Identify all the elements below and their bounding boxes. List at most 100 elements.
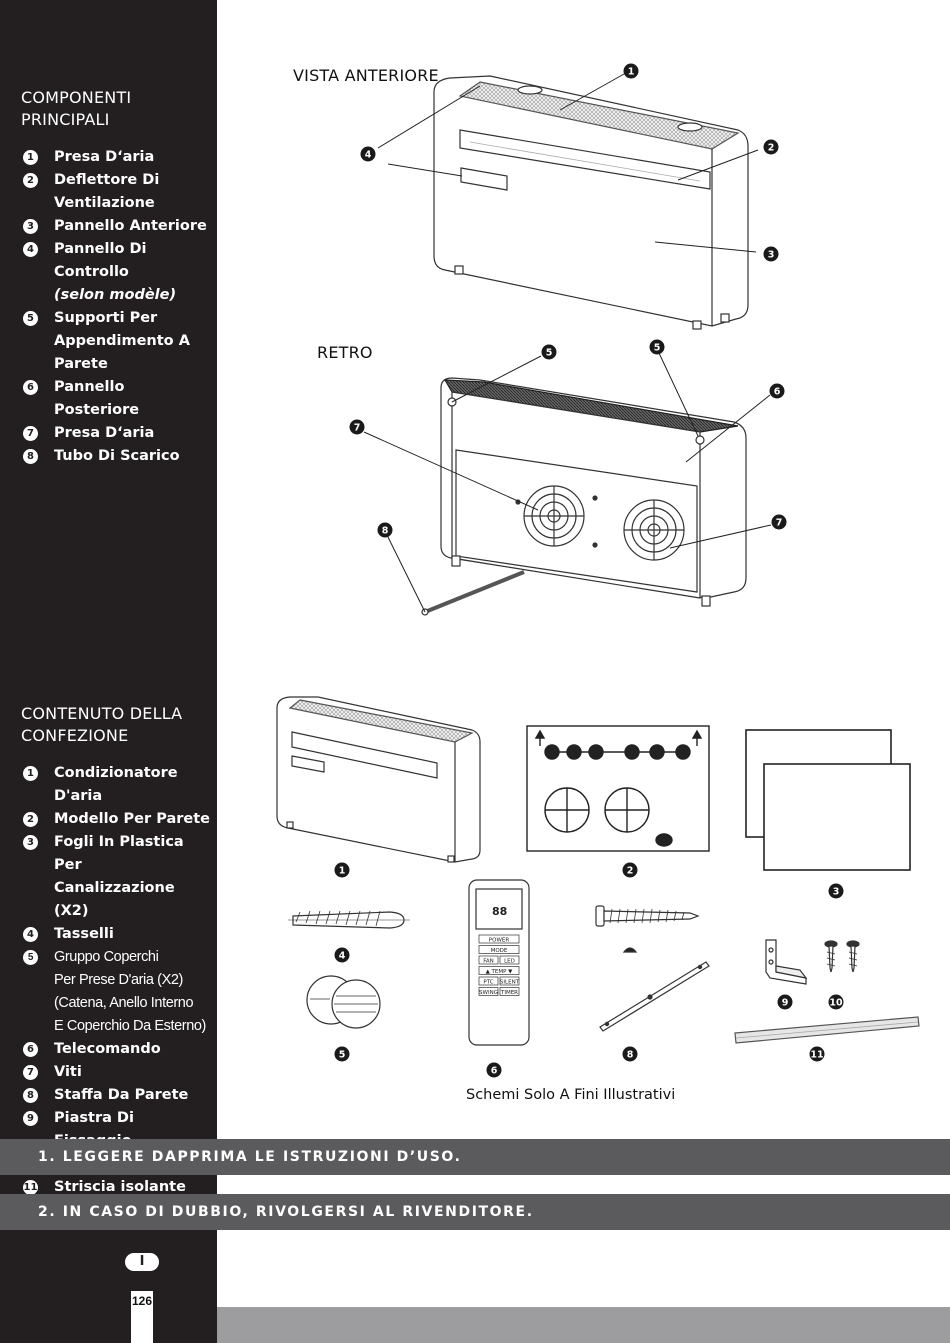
notice-bar-1: 1. LEGGERE DAPPRIMA LE ISTRUZIONI D’USO.	[0, 1139, 950, 1175]
item-text-line: Parete	[54, 356, 108, 372]
rear-view-label: RETRO	[317, 343, 373, 362]
remote-button-label: SWING	[479, 990, 498, 996]
page-number-tab	[131, 1291, 153, 1343]
callout-marker-number: 5	[546, 348, 553, 359]
remote-button-label: FAN	[483, 958, 494, 964]
item-number-badge: 11	[23, 1180, 38, 1195]
callout-marker	[769, 383, 785, 399]
callout-marker-number: 7	[776, 518, 783, 529]
callout-marker	[486, 1062, 502, 1078]
item-number-badge: 6	[23, 1042, 38, 1057]
callout-marker	[334, 947, 350, 963]
package-contents-item: 4 Tasselli	[21, 923, 211, 946]
remote-button-label: LED	[504, 958, 515, 964]
remote-button	[478, 966, 520, 975]
item-air-conditioner	[276, 696, 481, 863]
remote-button-label: SILENT	[500, 979, 520, 985]
callout-marker-number: 8	[382, 526, 389, 537]
item-text-line: Staffa Da Parete	[54, 1087, 189, 1103]
callout-marker	[763, 246, 779, 262]
item-text-line: Presa D‘aria	[54, 425, 155, 441]
callout-marker	[541, 344, 557, 360]
item-text-line: Modello Per Parete	[54, 811, 210, 827]
rear-view-unit	[421, 377, 747, 616]
callout-marker	[828, 883, 844, 899]
package-contents-title-line2: CONFEZIONE	[21, 726, 129, 745]
remote-button	[478, 976, 499, 986]
item-number-badge: 7	[23, 1065, 38, 1080]
item-text-line: Tasselli	[54, 926, 114, 942]
item-text-line: E Coperchio Da Esterno)	[54, 1018, 206, 1034]
rear-callout-lines	[363, 352, 772, 613]
item-vent-covers	[306, 975, 381, 1029]
item-text-line: Pannello Posteriore	[54, 379, 140, 418]
item-wall-plugs	[288, 910, 410, 929]
callout-marker-number: 2	[627, 866, 634, 877]
package-contents-item: 1 Condizionatore D'aria	[21, 762, 211, 808]
item-number-badge: 5	[23, 311, 38, 326]
remote-button-label: PTC	[483, 979, 493, 985]
front-view-unit	[433, 75, 749, 330]
callout-marker-number: 6	[774, 387, 781, 398]
remote-button-label: ▲ TEMP ▼	[486, 969, 514, 975]
callout-marker-number: 3	[833, 887, 840, 898]
item-text-line: Viti	[54, 1064, 82, 1080]
item-number-badge: 3	[23, 219, 38, 234]
callout-marker-number: 10	[829, 998, 843, 1009]
item-number-badge: 1	[23, 766, 38, 781]
callout-marker-number: 1	[339, 866, 346, 877]
main-components-title-line2: PRINCIPALI	[21, 110, 110, 129]
callout-marker-number: 8	[627, 1050, 634, 1061]
remote-button	[499, 955, 520, 965]
remote-button-label: POWER	[489, 937, 510, 943]
remote-button-label: MODE	[491, 948, 508, 954]
item-text-line: Per Prese D'aria (X2)	[54, 972, 183, 988]
package-contents-title-line1: CONTENUTO DELLA	[21, 704, 183, 723]
callout-marker	[622, 1046, 638, 1062]
remote-button	[499, 987, 520, 996]
remote-button	[478, 945, 520, 954]
callout-marker-number: 1	[628, 67, 635, 78]
item-number-badge: 4	[23, 242, 38, 257]
package-contents-item: 7 Viti	[21, 1061, 211, 1084]
callout-marker	[771, 514, 787, 530]
page-number: 126	[131, 1294, 153, 1308]
item-plastic-sheets	[745, 729, 911, 871]
language-badge: I	[125, 1253, 159, 1271]
item-number-badge: 4	[23, 927, 38, 942]
notice-bar-2: 2. IN CASO DI DUBBIO, RIVOLGERSI AL RIVE…	[0, 1194, 950, 1230]
callout-marker	[623, 63, 639, 79]
callout-marker-number: 7	[354, 423, 361, 434]
item-text-line: Fogli In Plastica Per	[54, 834, 184, 873]
item-number-badge: 7	[23, 426, 38, 441]
item-text-line: (Catena, Anello Interno	[54, 995, 194, 1011]
callout-marker	[777, 994, 793, 1010]
remote-button	[499, 976, 520, 986]
item-text-line: Supporti Per	[54, 310, 158, 326]
callout-marker	[622, 862, 638, 878]
item-number-badge: 8	[23, 449, 38, 464]
item-text-line: Pannello Anteriore	[54, 218, 207, 234]
item-text-line: Deflettore Di	[54, 172, 160, 188]
main-components-item: 3 Pannello Anteriore	[21, 215, 211, 238]
item-number-badge: 9	[23, 1111, 38, 1126]
item-screws	[595, 905, 700, 953]
callout-marker-number: 4	[365, 150, 372, 161]
item-text-line: Condizionatore D'aria	[54, 765, 178, 804]
item-wall-template	[526, 725, 710, 852]
callout-marker	[349, 419, 365, 435]
callout-marker-number: 5	[654, 343, 661, 354]
item-number-badge: 3	[23, 835, 38, 850]
callout-marker-number: 5	[339, 1050, 346, 1061]
